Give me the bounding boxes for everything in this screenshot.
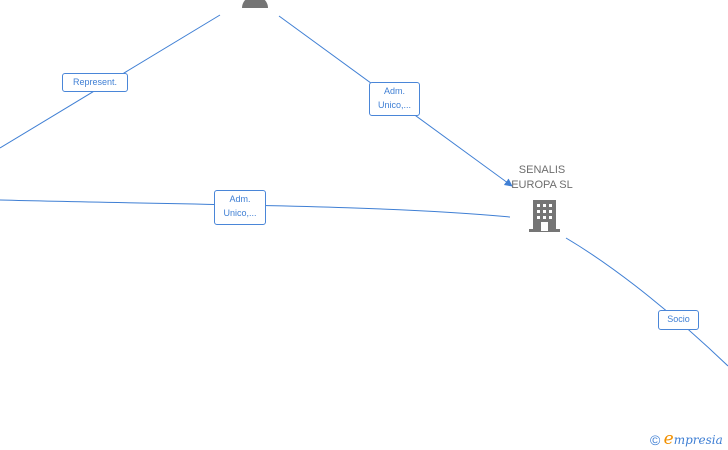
edge-socio[interactable]: [565, 237, 728, 367]
company-name-line1: SENALIS: [518, 164, 566, 176]
company-name-line2: EUROPA SL: [511, 179, 573, 191]
company-name[interactable]: SENALIS EUROPA SL: [487, 163, 597, 193]
brand-name: mpresia: [673, 433, 723, 447]
brand-initial: e: [663, 429, 674, 449]
building-icon[interactable]: [529, 200, 560, 232]
edge-label-socio[interactable]: Socio: [658, 310, 699, 330]
edge-adm-unico-left[interactable]: [0, 199, 511, 218]
edge-label-adm-unico-top[interactable]: Adm. Unico,...: [369, 82, 420, 116]
edge-label-represent[interactable]: Represent.: [62, 73, 128, 92]
edge-label-adm-unico-left[interactable]: Adm. Unico,...: [214, 190, 266, 225]
person-icon[interactable]: [242, 0, 268, 8]
empresia-watermark[interactable]: © empresia: [650, 429, 723, 449]
copyright-icon: ©: [650, 432, 661, 448]
